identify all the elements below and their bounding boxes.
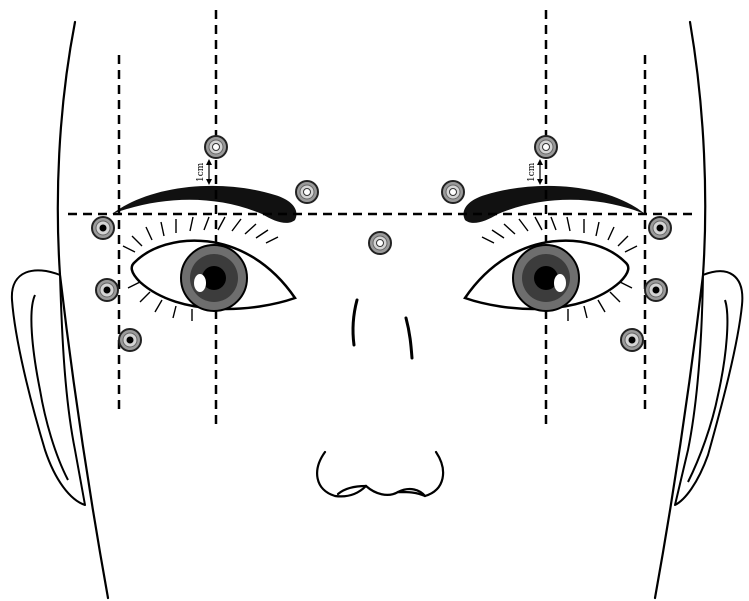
face-left-contour: [58, 22, 108, 598]
right-ear: [675, 271, 742, 505]
right-arrow-head-top: [537, 159, 543, 165]
nose-bridge-right: [406, 318, 412, 358]
electrode-marker-upper-left: [205, 136, 227, 158]
nose: [317, 300, 443, 496]
electrode-marker-temple-left-3: [119, 329, 141, 351]
right-eye-highlight: [554, 274, 566, 292]
left-arrow-head-bottom: [206, 179, 212, 185]
right-eyebrow: [464, 186, 645, 223]
right-eye: [465, 217, 637, 321]
left-eye: [123, 217, 295, 321]
electrode-marker-temple-right-2: [645, 279, 667, 301]
face-right-contour: [655, 22, 705, 598]
electrode-marker-temple-right-3: [621, 329, 643, 351]
nose-bridge-left: [353, 300, 357, 345]
dimension-annotations: 1cm 1cm: [196, 159, 543, 185]
left-eyebrow: [112, 186, 296, 223]
guide-lines: [68, 10, 692, 428]
nose-tip: [317, 452, 443, 496]
electrode-marker-temple-right-1: [649, 217, 671, 239]
electrode-marker-nasion: [369, 232, 391, 254]
right-pupil: [534, 266, 558, 290]
left-eye-highlight: [194, 274, 206, 292]
right-arrow-head-bottom: [537, 179, 543, 185]
electrode-marker-temple-left-1: [92, 217, 114, 239]
electrode-marker-upper-right: [535, 136, 557, 158]
eyebrows: [112, 186, 645, 223]
left-pupil: [202, 266, 226, 290]
electrode-marker-temple-left-2: [96, 279, 118, 301]
right-dimension-label: 1cm: [527, 162, 537, 182]
ears: [12, 270, 742, 505]
left-dimension-label: 1cm: [196, 162, 206, 182]
electrode-marker-brow-left-inner: [296, 181, 318, 203]
face-outline: [58, 22, 705, 598]
left-arrow-head-top: [206, 159, 212, 165]
electrode-marker-brow-right-inner: [442, 181, 464, 203]
